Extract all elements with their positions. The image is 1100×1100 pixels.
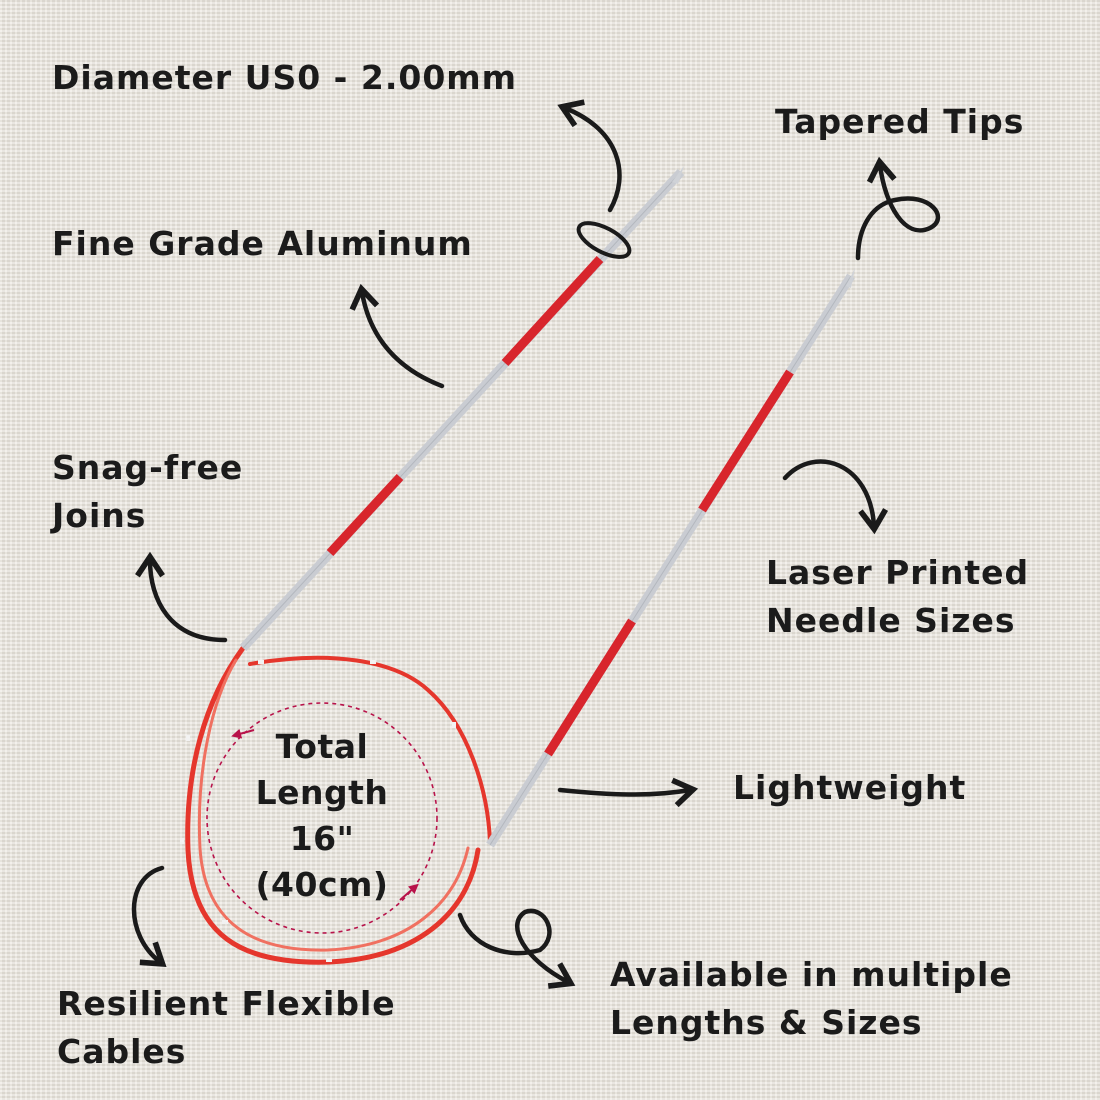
- arrows: [131, 99, 941, 989]
- label-line: Laser Printed: [766, 553, 1030, 592]
- flexible-cable: [185, 645, 492, 965]
- label-tapered-tips: Tapered Tips: [775, 102, 1025, 141]
- label-lightweight: Lightweight: [733, 768, 967, 807]
- curved-arrow-icon: [782, 459, 889, 535]
- loop-arrow-icon: [855, 156, 941, 261]
- loop-arrow-icon: [457, 908, 576, 989]
- right-needle: [486, 268, 855, 848]
- left-needle: [239, 166, 685, 652]
- total-length-label: Total Length 16" (40cm): [200, 724, 444, 907]
- label-laser-printed-sizes: Laser Printed Needle Sizes: [766, 549, 1029, 645]
- total-length-cm: (40cm): [255, 864, 389, 904]
- total-length-circle: [206, 702, 438, 934]
- label-available-lengths: Available in multiple Lengths & Sizes: [610, 951, 1013, 1047]
- label-line: Resilient Flexible: [57, 984, 396, 1023]
- label-fine-grade-aluminum: Fine Grade Aluminum: [52, 224, 473, 263]
- total-length-line: Total: [275, 727, 369, 766]
- curved-arrow-icon: [131, 865, 167, 968]
- curved-arrow-icon: [557, 99, 622, 213]
- label-line: Available in multiple: [610, 955, 1013, 994]
- cable-marks: [180, 660, 456, 962]
- label-line: Joins: [52, 495, 147, 535]
- label-snag-free-joins: Snag-free Joins: [52, 444, 243, 540]
- label-diameter: Diameter US0 - 2.00mm: [52, 58, 518, 97]
- curved-arrow-icon: [135, 551, 228, 643]
- curved-arrow-icon: [349, 283, 445, 389]
- label-line: Snag-free: [52, 448, 244, 487]
- total-length-line: Length: [255, 772, 389, 812]
- total-length-inches: 16": [289, 818, 355, 858]
- label-line: Lengths & Sizes: [610, 1002, 923, 1042]
- loop-arrow-icon: [576, 221, 632, 259]
- straight-arrow-icon: [557, 777, 699, 808]
- label-resilient-cables: Resilient Flexible Cables: [57, 980, 396, 1076]
- label-line: Cables: [57, 1031, 187, 1071]
- label-line: Needle Sizes: [766, 600, 1016, 640]
